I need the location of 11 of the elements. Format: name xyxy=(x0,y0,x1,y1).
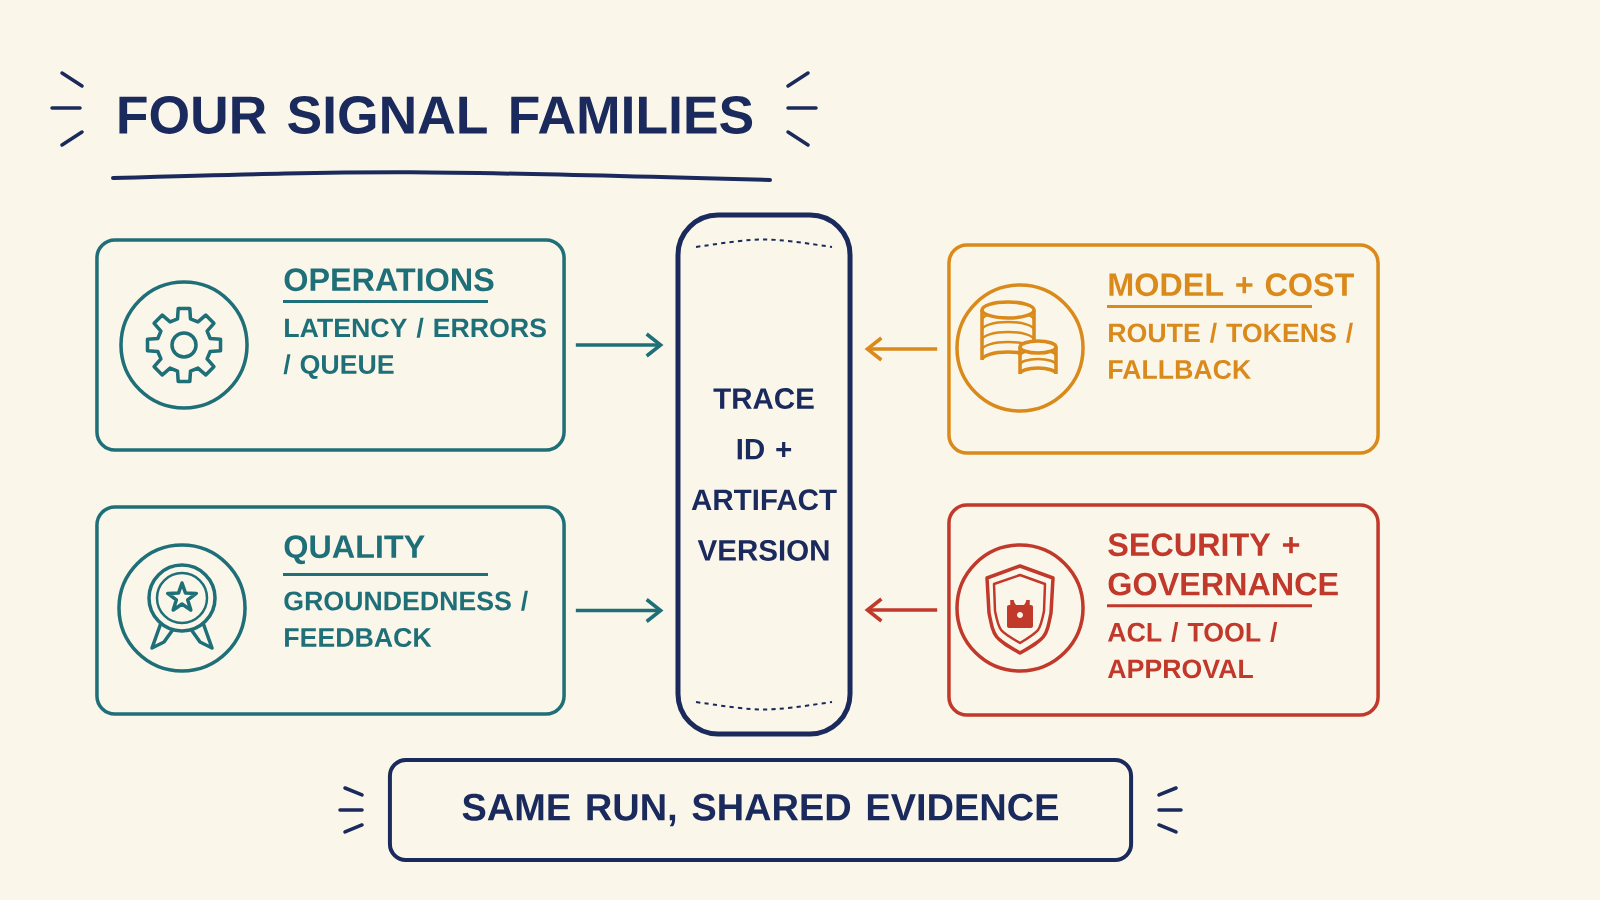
summary-banner: SAME RUN, SHARED EVIDENCE xyxy=(387,758,1134,862)
arrow xyxy=(864,597,938,623)
title: FOUR SIGNAL FAMILIES xyxy=(119,96,753,134)
arrow xyxy=(864,336,938,362)
signal-card: QUALITY GROUNDEDNESS / FEEDBACK xyxy=(95,505,566,716)
arrow xyxy=(575,332,664,358)
arrow xyxy=(575,598,664,623)
trace-pillar: TRACE ID + ARTIFACT VERSION xyxy=(675,212,853,737)
signal-card: SECURITY + GOVERNANCE ACL / TOOL / APPROVAL xyxy=(947,503,1380,717)
signal-card: OPERATIONS LATENCY / ERRORS / QUEUE xyxy=(95,238,566,452)
signal-card: MODEL + COST ROUTE / TOKENS / FALLBACK xyxy=(947,243,1380,455)
